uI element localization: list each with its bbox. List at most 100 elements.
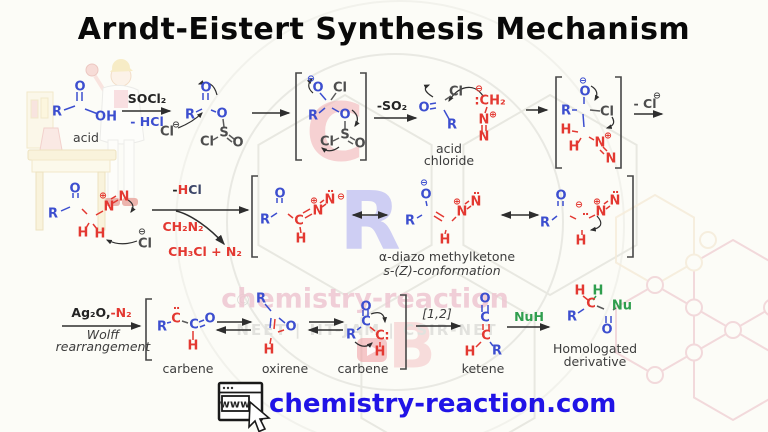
- cb2-H: H: [374, 344, 386, 360]
- watermark-letter-r: R: [339, 174, 401, 268]
- reagent-socl2: SOCl₂: [127, 90, 167, 106]
- pr-Nu: Nu: [611, 298, 633, 314]
- a-R: R: [47, 206, 59, 222]
- cb2-C2: C: [375, 328, 385, 344]
- blue-bonds: [60, 92, 612, 347]
- kt-H: H: [464, 344, 476, 360]
- curly-chloride-attack: [177, 112, 203, 129]
- diazo-label-2: s-(Z)-conformation: [383, 262, 501, 278]
- dm-charge: ⊖: [475, 83, 483, 95]
- pr-R: R: [566, 309, 578, 325]
- ox-H: H: [263, 342, 275, 358]
- pr-C: C: [586, 296, 596, 312]
- ac-Cl: Cl: [449, 84, 463, 100]
- curly-int2-cl-leaves: [605, 116, 615, 129]
- page-title: Arndt-Eistert Synthesis Mechanism: [77, 12, 691, 47]
- curly-ch2-attack: [448, 86, 484, 103]
- int1-O3: O: [354, 136, 366, 152]
- a-plus: ⊕: [99, 190, 107, 202]
- pr-H2: H: [592, 283, 604, 299]
- curly-int1-ester: [351, 109, 360, 127]
- watermark-circles: [175, 0, 625, 432]
- cb1-C1: C: [171, 311, 181, 327]
- cursor-icon: [248, 400, 271, 432]
- b-O: O: [274, 186, 286, 202]
- b-C: C: [294, 213, 304, 229]
- product-label-2: derivative: [563, 353, 627, 369]
- d-H: H: [575, 233, 587, 249]
- a-O: O: [69, 181, 81, 197]
- ketene-label: ketene: [461, 360, 505, 376]
- minus-cl-label: - Cl: [633, 95, 657, 111]
- red-bonds: [81, 106, 611, 348]
- int2-H2: H: [568, 139, 580, 155]
- watermark-letter-b: B: [388, 309, 436, 383]
- c-R: R: [404, 213, 416, 229]
- chloride-ion-charge: ⊖: [172, 119, 180, 131]
- green-bonds: [592, 295, 597, 301]
- a-N1: N: [103, 199, 115, 215]
- cb1-C2: C: [189, 317, 199, 333]
- curly-d-cn: [589, 215, 602, 232]
- cs-R: R: [184, 107, 196, 123]
- reagent-minus-hcl: - HCl: [130, 113, 164, 129]
- acid-label: acid: [73, 129, 99, 145]
- int2-charge: ⊖: [579, 75, 587, 87]
- minus-cl-charge: ⊖: [653, 90, 661, 102]
- www-label: www: [219, 397, 251, 411]
- ox-O: O: [285, 319, 297, 335]
- int1-Cl1: Cl: [333, 80, 347, 96]
- c-plus: ⊕: [453, 196, 461, 208]
- watermark-hexagons: [257, 93, 638, 432]
- a-H2: H: [94, 226, 106, 242]
- int2-Cl: Cl: [600, 104, 614, 120]
- kt-C2: C: [481, 328, 491, 344]
- c-H: H: [439, 232, 451, 248]
- arrow-ch2n2-branch: [175, 210, 225, 246]
- c-O: O: [420, 187, 432, 203]
- cb2-lone-pair: :: [384, 328, 390, 344]
- cb1-lone-pair: ··: [172, 301, 180, 315]
- hcl2-Cl: Cl: [188, 181, 202, 197]
- curly-int1-scl: [321, 146, 340, 153]
- int2-H1: H: [560, 122, 572, 138]
- acid-O: O: [74, 79, 86, 95]
- cs-S: S: [219, 125, 229, 141]
- d-lone-pair: ··: [581, 207, 589, 221]
- a-chloride: Cl: [138, 236, 152, 252]
- acid-chloride-label-1: acid: [436, 140, 462, 156]
- ox-R: R: [255, 291, 267, 307]
- int1-Cl2: Cl: [320, 134, 334, 150]
- d-lone-pair-2: ··: [611, 185, 619, 199]
- diazo-label-1: α-diazo methylketone: [378, 248, 516, 264]
- molecule-pattern: [615, 193, 768, 422]
- cb1-H: H: [187, 338, 199, 354]
- dm-plus: ⊕: [489, 109, 497, 121]
- curly-int2-alkoxide: [590, 85, 600, 102]
- a-chloride-charge: ⊖: [138, 226, 146, 238]
- curly-carbene2-co: [370, 312, 388, 324]
- website-url: chemistry-reaction.com: [269, 389, 617, 419]
- int2-N1: N: [594, 135, 606, 151]
- c-lone-pair: ··: [472, 186, 480, 200]
- a-N2: N: [118, 189, 130, 205]
- watermark-copyright: ©: [235, 290, 251, 310]
- dm-N2: N: [478, 129, 490, 145]
- cb1-O: O: [204, 311, 216, 327]
- kt-O: O: [479, 291, 491, 307]
- cb2-O: O: [360, 299, 372, 315]
- cb2-C1: C: [361, 314, 371, 330]
- pr-H1: H: [574, 283, 586, 299]
- product-label-1: Homologated: [552, 340, 638, 356]
- chemist-illustration: [26, 59, 145, 231]
- int2-R: R: [560, 103, 572, 119]
- so2-label: -SO₂: [376, 97, 408, 113]
- dm-CH2: :CH₂: [474, 93, 506, 109]
- b-plus: ⊕: [310, 195, 318, 207]
- cb2-R: R: [345, 327, 357, 343]
- int2-N2: N: [605, 151, 617, 167]
- curly-chlorosulfite-o: [197, 80, 218, 96]
- ch3cl-n2-label: CH₃Cl + N₂: [168, 243, 242, 259]
